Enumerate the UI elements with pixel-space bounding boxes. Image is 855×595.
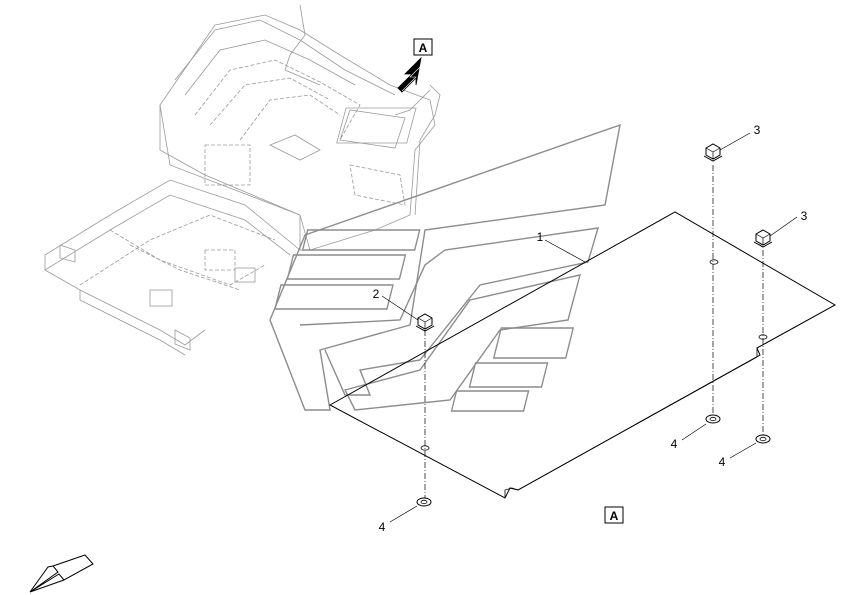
callout-part-3b: 3 <box>801 209 808 223</box>
decal-graphic <box>269 123 621 412</box>
view-label-box: A <box>413 38 433 56</box>
leader-lines <box>381 132 798 523</box>
washer-part-4a <box>416 497 432 507</box>
view-label: A <box>419 41 428 55</box>
orientation-arrow <box>29 554 94 593</box>
fastener-part-2 <box>415 313 435 332</box>
machine-assembly-ghost <box>44 4 441 356</box>
washer-part-4c <box>755 434 771 444</box>
callout-part-3a: 3 <box>754 123 761 137</box>
view-direction-arrow <box>397 56 426 93</box>
callout-part-1: 1 <box>537 230 544 244</box>
callout-part-4a: 4 <box>379 520 386 534</box>
washer-part-4b <box>705 414 721 424</box>
callout-part-4b: 4 <box>671 437 678 451</box>
detail-label-box: A <box>604 506 624 524</box>
fastener-part-3b <box>753 229 773 248</box>
panel-part-1 <box>328 211 837 499</box>
callout-part-2: 2 <box>373 287 380 301</box>
callout-part-4c: 4 <box>719 455 726 469</box>
fastener-part-3a <box>703 143 723 162</box>
fastener-axes <box>424 165 764 500</box>
detail-label: A <box>610 509 619 523</box>
